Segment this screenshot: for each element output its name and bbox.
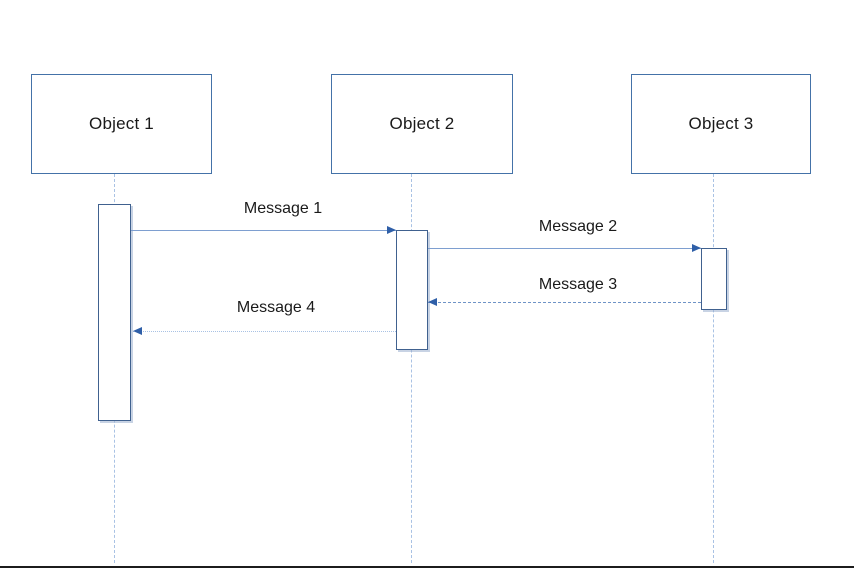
object-box-object-3[interactable]: Object 3 xyxy=(631,74,811,174)
message-label-message-4: Message 4 xyxy=(236,299,316,316)
lifeline-object-2 xyxy=(411,174,412,563)
message-line-message-4[interactable] xyxy=(133,331,396,332)
object-label-object-1: Object 1 xyxy=(89,114,154,133)
activation-bar-object-1[interactable] xyxy=(98,204,131,421)
lifeline-object-3 xyxy=(713,174,714,563)
message-arrowhead-message-1 xyxy=(387,225,396,234)
activation-bar-object-2[interactable] xyxy=(396,230,428,350)
message-arrowhead-message-4 xyxy=(133,326,142,335)
object-box-object-2[interactable]: Object 2 xyxy=(331,74,513,174)
object-label-object-3: Object 3 xyxy=(688,114,754,133)
bottom-rule xyxy=(0,566,854,568)
message-line-message-2[interactable] xyxy=(428,248,701,249)
message-label-message-3: Message 3 xyxy=(538,276,618,293)
object-box-object-1[interactable]: Object 1 xyxy=(31,74,212,174)
message-line-message-1[interactable] xyxy=(131,230,396,231)
message-arrowhead-message-2 xyxy=(692,243,701,252)
message-arrowhead-message-3 xyxy=(428,297,437,306)
object-label-object-2: Object 2 xyxy=(389,114,455,133)
activation-bar-object-3[interactable] xyxy=(701,248,727,310)
message-line-message-3[interactable] xyxy=(428,302,701,303)
message-label-message-1: Message 1 xyxy=(243,200,323,217)
message-label-message-2: Message 2 xyxy=(538,218,618,235)
